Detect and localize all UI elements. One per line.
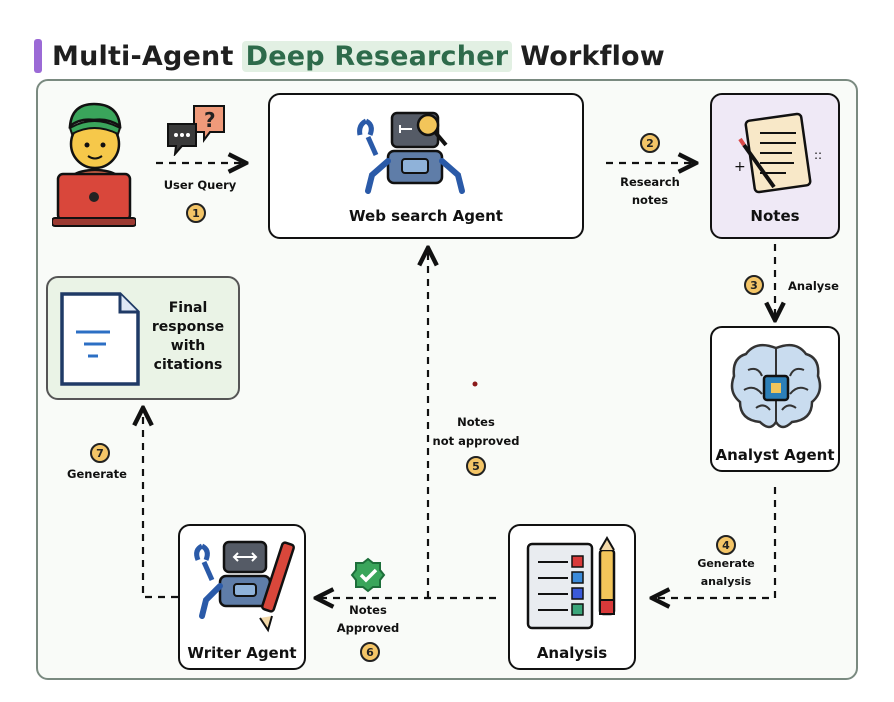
analyst-agent-node: Analyst Agent — [710, 326, 840, 472]
step4-label-line1: Generate — [697, 557, 755, 570]
writer-agent-node: Writer Agent — [178, 524, 306, 670]
web-search-agent-label: Web search Agent — [349, 207, 503, 225]
final-label-line1: Final — [168, 300, 208, 316]
brain-chip-icon — [730, 343, 822, 429]
chat-bubbles-icon: ? — [167, 105, 225, 156]
step5-badge: 5 — [466, 456, 486, 476]
arrow-writer-to-final — [143, 410, 178, 599]
robot-magnifier-icon — [357, 111, 465, 194]
title-accent-bar — [34, 39, 42, 73]
step2-badge: 2 — [640, 133, 660, 153]
step4-label-line2: analysis — [700, 575, 752, 588]
step6-badge: 6 — [360, 642, 380, 662]
diagram-title: Multi-Agent Deep Researcher Workflow — [34, 36, 665, 76]
step2-label-line2: notes — [631, 193, 669, 207]
writer-agent-label: Writer Agent — [187, 644, 297, 662]
arrow-analyst-to-analysis — [654, 487, 777, 598]
step3-label: Analyse — [788, 279, 839, 293]
notes-label: Notes — [750, 207, 800, 225]
dot-marker — [472, 381, 478, 387]
final-response-node: Final response with citations — [46, 276, 240, 400]
notes-node: + :: Notes — [710, 93, 840, 239]
robot-pencil-icon — [194, 540, 295, 633]
checklist-pencil-icon — [526, 536, 616, 630]
title-highlight: Deep Researcher — [241, 40, 513, 72]
step2-label-line1: Research — [620, 175, 680, 189]
title-part2: Workflow — [520, 40, 665, 72]
step3-badge: 3 — [744, 275, 764, 295]
step1-badge: 1 — [186, 203, 206, 223]
svg-text:::: :: — [814, 148, 822, 162]
user-laptop-icon — [52, 102, 136, 227]
analyst-agent-label: Analyst Agent — [715, 446, 835, 464]
notes-document-icon: + :: — [734, 112, 822, 194]
final-label-line3: with — [170, 338, 206, 354]
step6-label-line1: Notes — [349, 603, 387, 617]
final-label-line4: citations — [153, 357, 223, 373]
step4-badge: 4 — [716, 535, 736, 555]
step5-label-line1: Notes — [457, 415, 495, 429]
svg-text:+: + — [734, 159, 746, 175]
step7-label: Generate — [67, 467, 127, 481]
step5-label-line2: not approved — [432, 434, 520, 448]
svg-text:?: ? — [204, 108, 216, 132]
step1-label: User Query — [163, 178, 237, 192]
analysis-label: Analysis — [536, 644, 608, 662]
document-filter-icon — [60, 292, 140, 386]
step6-label-line2: Approved — [336, 621, 400, 635]
title-part1: Multi-Agent — [52, 40, 234, 72]
analysis-node: Analysis — [508, 524, 636, 670]
web-search-agent-node: Web search Agent — [268, 93, 584, 239]
step7-badge: 7 — [90, 443, 110, 463]
approved-check-icon — [350, 557, 386, 593]
final-label-line2: response — [151, 319, 225, 335]
